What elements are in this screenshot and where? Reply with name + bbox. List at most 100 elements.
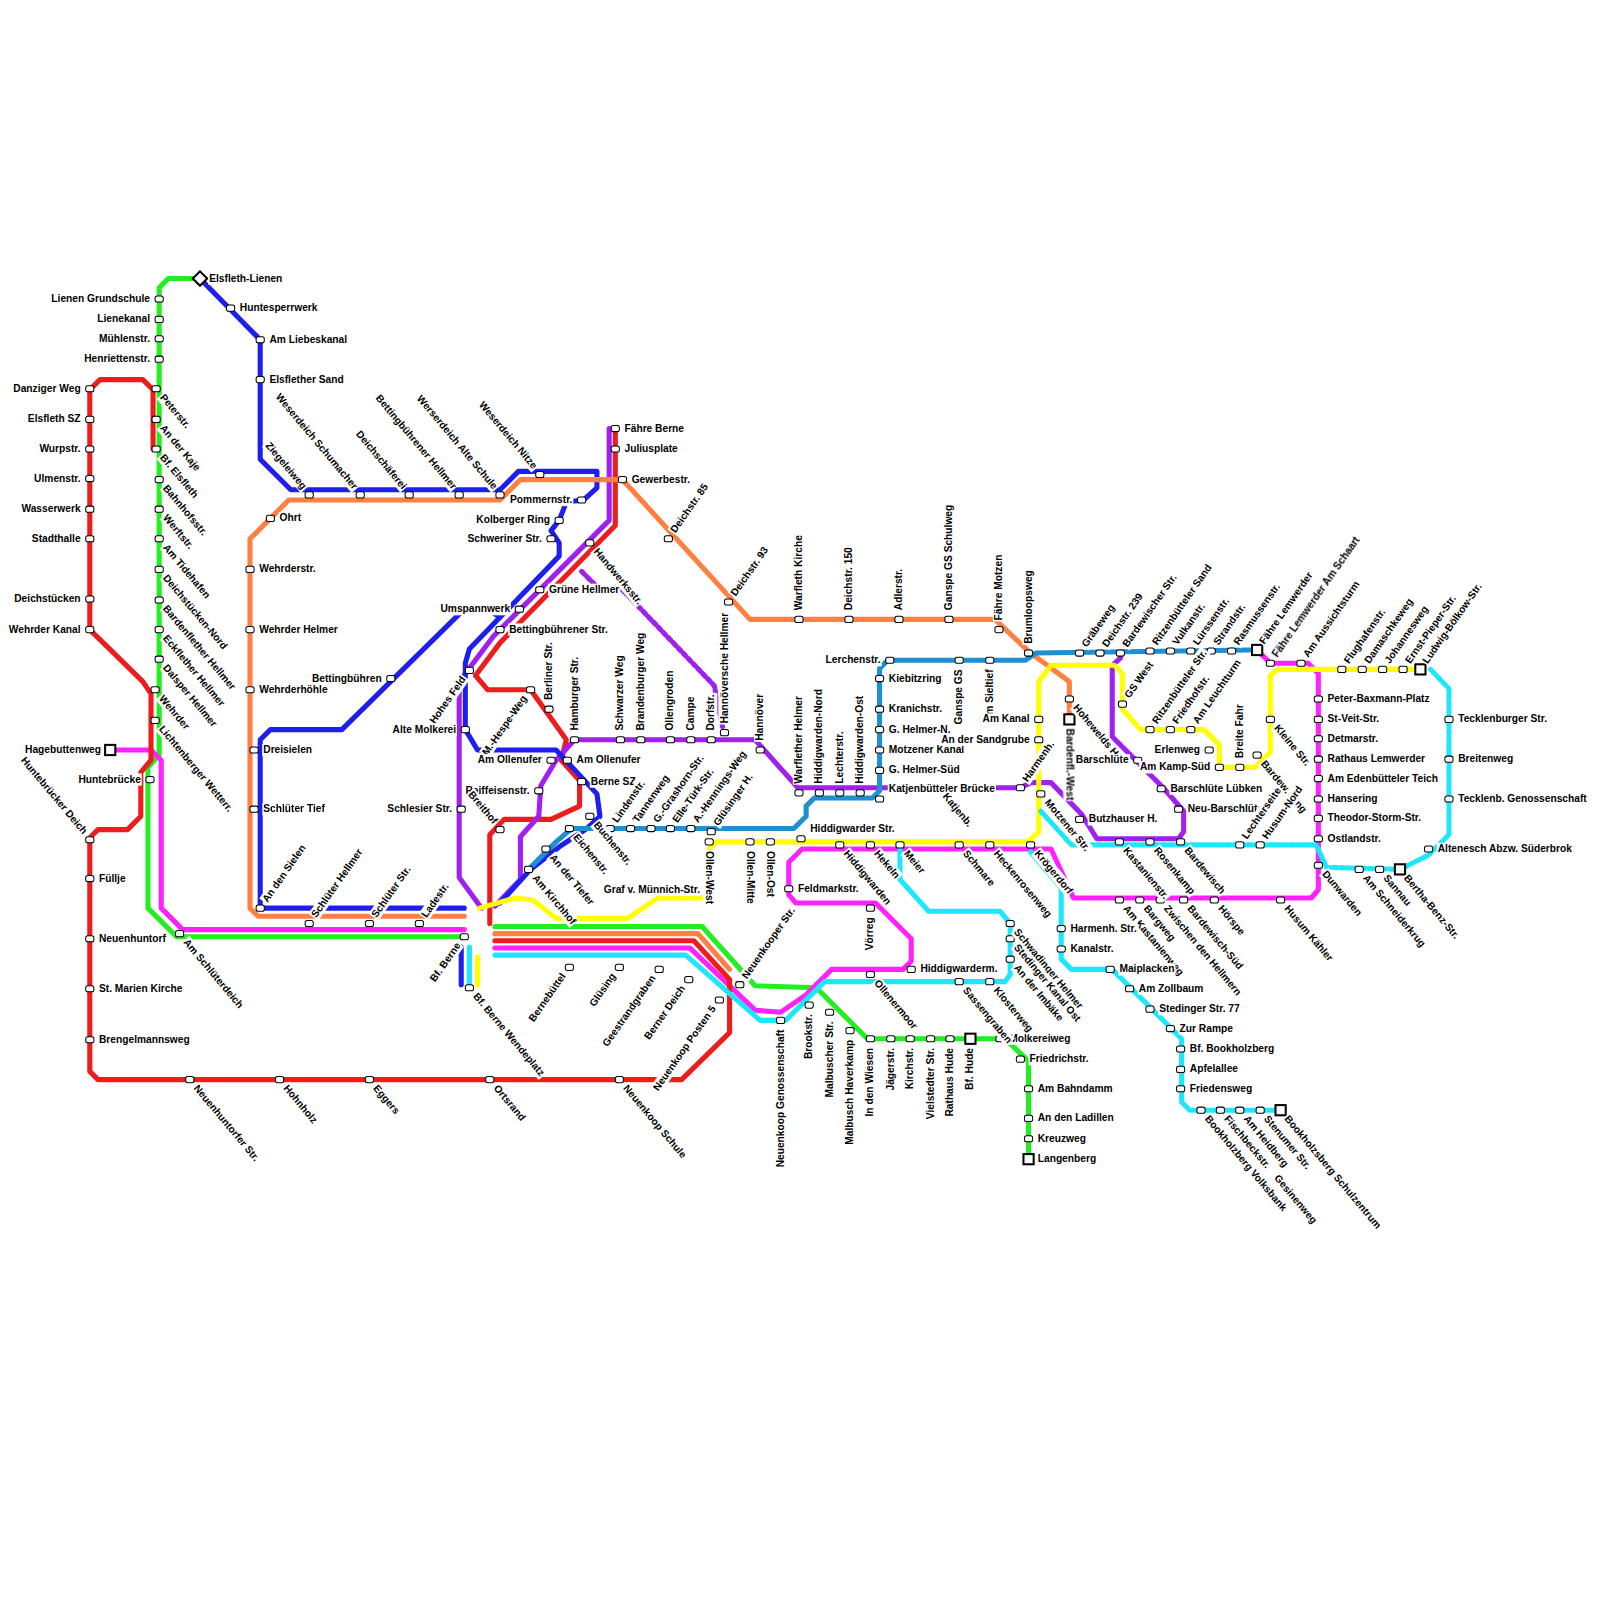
station-marker [856,790,864,796]
station-label: Kolberger Ring [475,514,551,526]
station-marker [1256,1107,1264,1113]
station-label: Bettingbühren [311,672,383,684]
station-label: Berliner Str. [543,641,555,701]
station-marker [1314,796,1322,802]
station-marker [866,842,874,848]
station-label: Neuenhuntorfer Str. [190,1082,262,1165]
station-label: Feldmarkstr. [797,883,860,895]
station-marker [524,866,532,872]
station-label: Maiplacken [1118,963,1175,975]
station-label: Hohewelds H. [1070,701,1124,762]
station-marker [227,305,235,311]
station-label: Krögerdorf [1031,847,1076,897]
station-marker [86,627,94,633]
station-marker [1253,752,1261,758]
station-label: Ohrt [279,512,303,524]
station-label: Füllje [98,872,127,884]
station-label: Lechterstr. [834,730,846,784]
station-label: Ollenermoor [871,977,921,1033]
station-marker [1205,747,1213,753]
station-marker [1177,1086,1185,1092]
station-marker [193,271,207,285]
station-marker [86,837,94,843]
station-marker [1027,842,1035,848]
station-marker [176,931,184,937]
station-marker [1276,1105,1286,1115]
station-marker [955,842,963,848]
station-marker [795,616,803,622]
station-marker [720,730,728,736]
station-label: Lerchenstr. [825,654,882,666]
station-marker [611,426,619,432]
station-label: Am Edenbütteler Teich [1327,772,1439,784]
station-marker [1399,666,1407,672]
station-label: Eggers [370,1082,403,1118]
station-marker [547,757,555,763]
station-label: Wehrder Kanal [8,623,82,635]
station-marker [647,826,655,832]
station-marker [876,747,884,753]
station-label: Bettingbührener Str. [508,623,609,635]
station-label: Lienen Grundschule [50,293,151,305]
station-marker [1314,776,1322,782]
station-marker [542,846,550,852]
rail-line [260,609,500,908]
station-label: Bettingbührener Hellmer [372,392,460,493]
station-marker [1006,956,1014,962]
station-label: Deichstr. 93 [728,544,772,600]
station-marker [618,477,626,483]
station-label: Graf v. Münnich-Str. [603,884,701,896]
station-marker [461,727,469,733]
station-marker [155,477,163,483]
station-marker [1180,897,1188,903]
station-label: Neuenkooper Str. [739,904,799,982]
station-label: Hiddigwarden-Nord [813,688,825,785]
station-marker [746,839,754,845]
station-label: Huntesperrwerk [239,302,319,314]
station-label: Ulmenstr. [33,472,82,484]
station-label: Am Kanal [981,713,1030,725]
station-label: Breite Fahr [1234,703,1246,759]
station-label: Hiddigwarden-Ost [854,695,866,785]
station-label: Ollengroden [664,669,676,731]
station-label: Warfleth Kirche [793,534,805,611]
station-marker [152,416,160,422]
station-marker [151,687,159,693]
station-marker [1445,796,1453,802]
station-marker [1445,756,1453,762]
station-marker [1314,862,1322,868]
station-label: Barschlüte Lübken [1169,783,1263,795]
station-marker [756,747,764,753]
station-marker [1166,648,1174,654]
station-marker [1314,756,1322,762]
station-marker [1177,839,1185,845]
station-marker [866,905,874,911]
station-label: Friedensweg [1189,1083,1253,1095]
station-marker [1064,714,1074,724]
station-marker [1236,1107,1244,1113]
station-label: Warflether Helmer [793,695,805,785]
station-marker [866,1036,874,1042]
station-label: Molkereiweg [1008,1033,1071,1045]
station-label: Hannöversche Hellmer [718,612,730,725]
station-label: An der Sandgrube [940,734,1030,746]
station-label: Deichstr. 150 [843,546,855,611]
rail-line [110,750,464,930]
station-label: Kirchstr. [904,1047,916,1090]
station-marker [515,606,523,612]
station-marker [1146,648,1154,654]
station-label: Am Zollbaum [1138,983,1205,995]
station-label: Brumloopsweg [1022,569,1034,645]
station-marker [1076,816,1084,822]
station-marker [1277,897,1285,903]
station-label: Breitenweg [1457,753,1514,765]
station-marker [876,767,884,773]
station-label: Peter-Baxmann-Platz [1327,693,1431,705]
station-marker [457,806,465,812]
station-marker [1024,1115,1032,1121]
station-label: Ollen-West [703,850,715,905]
station-label: Vielstedter Str. [924,1047,936,1120]
station-marker [1314,716,1322,722]
station-label: Stadthalle [31,533,82,545]
station-marker [687,826,695,832]
